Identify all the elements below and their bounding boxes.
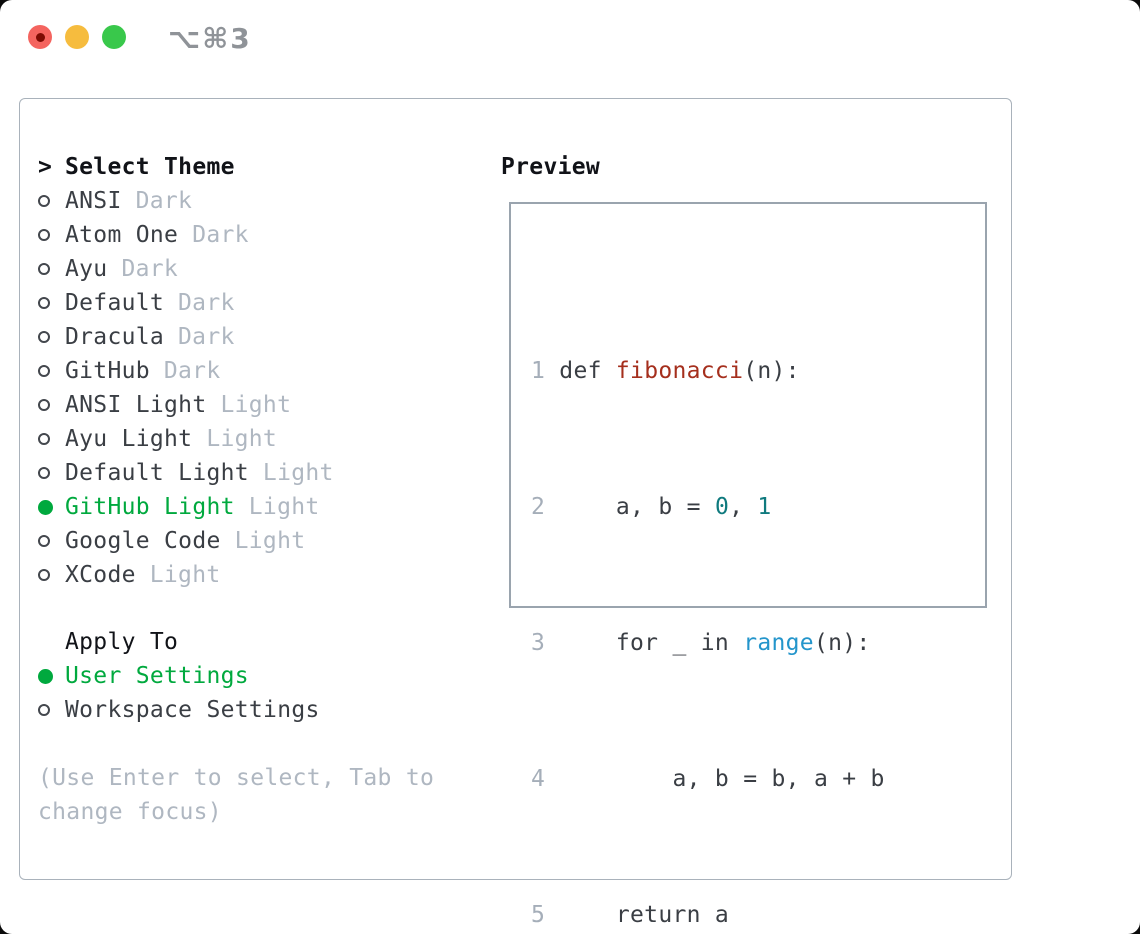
theme-name: ANSI xyxy=(65,188,122,214)
theme-name: Ayu Light xyxy=(65,426,193,452)
theme-name: GitHub xyxy=(65,358,150,384)
minimize-button[interactable] xyxy=(65,25,89,49)
titlebar: ⌥⌘3 xyxy=(0,0,1140,74)
theme-name: XCode xyxy=(65,562,136,588)
theme-variant: Light xyxy=(234,528,306,554)
theme-variant: Dark xyxy=(192,222,249,248)
code-line: 3 for _ in range(n): xyxy=(531,630,871,656)
theme-option-ayu-dark[interactable]: Ayu Dark xyxy=(38,252,462,286)
theme-variant: Dark xyxy=(121,256,179,282)
radio-icon xyxy=(38,263,50,275)
theme-option-ayu-light[interactable]: Ayu Light Light xyxy=(38,422,462,456)
preview-title: Preview xyxy=(501,154,601,180)
theme-name: Dracula xyxy=(65,324,165,350)
radio-icon xyxy=(38,467,50,479)
radio-selected-icon xyxy=(38,499,53,515)
maximize-button[interactable] xyxy=(102,25,126,49)
radio-icon xyxy=(38,399,50,411)
apply-option-label: User Settings xyxy=(65,663,249,689)
code-line: 5 return a xyxy=(531,902,730,928)
theme-option-github-dark[interactable]: GitHub Dark xyxy=(38,354,462,388)
theme-picker-panel: > Select Theme ANSI Dark Atom One Dark A… xyxy=(19,98,1012,928)
theme-list: > Select Theme ANSI Dark Atom One Dark A… xyxy=(38,150,462,829)
radio-icon xyxy=(38,331,50,343)
theme-name: Atom One xyxy=(65,222,179,248)
theme-variant: Dark xyxy=(163,358,221,384)
radio-icon xyxy=(38,433,50,445)
apply-to-header: Apply To xyxy=(38,625,462,659)
apply-option-label: Workspace Settings xyxy=(65,697,320,723)
code-line: 1 def fibonacci(n): xyxy=(531,358,800,384)
theme-variant: Light xyxy=(262,460,334,486)
radio-icon xyxy=(38,195,50,207)
prompt-icon: > xyxy=(38,154,53,180)
radio-icon xyxy=(38,297,50,309)
theme-option-atom-one-dark[interactable]: Atom One Dark xyxy=(38,218,462,252)
theme-name: Default xyxy=(65,290,165,316)
theme-name: Ayu xyxy=(65,256,108,282)
theme-name: Default Light xyxy=(65,460,249,486)
select-theme-header: > Select Theme xyxy=(38,150,462,184)
theme-option-default-light[interactable]: Default Light Light xyxy=(38,456,462,490)
theme-option-ansi-light[interactable]: ANSI Light Light xyxy=(38,388,462,422)
code-preview: 1 def fibonacci(n): 2 a, b = 0, 1 3 for … xyxy=(531,252,955,934)
theme-variant: Dark xyxy=(135,188,193,214)
theme-variant: Light xyxy=(220,392,292,418)
apply-to-title: Apply To xyxy=(65,629,179,655)
theme-option-ansi-dark[interactable]: ANSI Dark xyxy=(38,184,462,218)
radio-selected-icon xyxy=(38,668,53,684)
code-line: 4 a, b = b, a + b xyxy=(531,766,885,792)
apply-option-workspace-settings[interactable]: Workspace Settings xyxy=(38,693,462,727)
record-dot-icon xyxy=(35,32,45,42)
theme-name: Google Code xyxy=(65,528,221,554)
radio-icon xyxy=(38,569,50,581)
theme-variant: Light xyxy=(149,562,221,588)
theme-variant: Light xyxy=(248,494,320,520)
theme-name: ANSI Light xyxy=(65,392,207,418)
radio-icon xyxy=(38,535,50,547)
radio-icon xyxy=(38,365,50,377)
help-text: (Use Enter to select, Tab to change focu… xyxy=(38,765,435,825)
close-button[interactable] xyxy=(28,25,52,49)
apply-option-user-settings[interactable]: User Settings xyxy=(38,659,462,693)
theme-variant: Light xyxy=(206,426,278,452)
select-theme-title: Select Theme xyxy=(65,154,235,180)
window-title-shortcut: ⌥⌘3 xyxy=(168,22,252,55)
theme-variant: Dark xyxy=(178,290,235,316)
theme-variant: Dark xyxy=(178,324,235,350)
theme-name-selected: GitHub Light xyxy=(65,494,235,520)
theme-option-default-dark[interactable]: Default Dark xyxy=(38,286,462,320)
theme-option-xcode[interactable]: XCode Light xyxy=(38,558,462,592)
radio-icon xyxy=(38,229,50,241)
radio-icon xyxy=(38,704,50,716)
theme-option-github-light[interactable]: GitHub Light Light xyxy=(38,490,462,524)
theme-option-google-code[interactable]: Google Code Light xyxy=(38,524,462,558)
preview-box: 1 def fibonacci(n): 2 a, b = 0, 1 3 for … xyxy=(509,202,987,928)
code-line: 2 a, b = 0, 1 xyxy=(531,494,772,520)
theme-option-dracula-dark[interactable]: Dracula Dark xyxy=(38,320,462,354)
